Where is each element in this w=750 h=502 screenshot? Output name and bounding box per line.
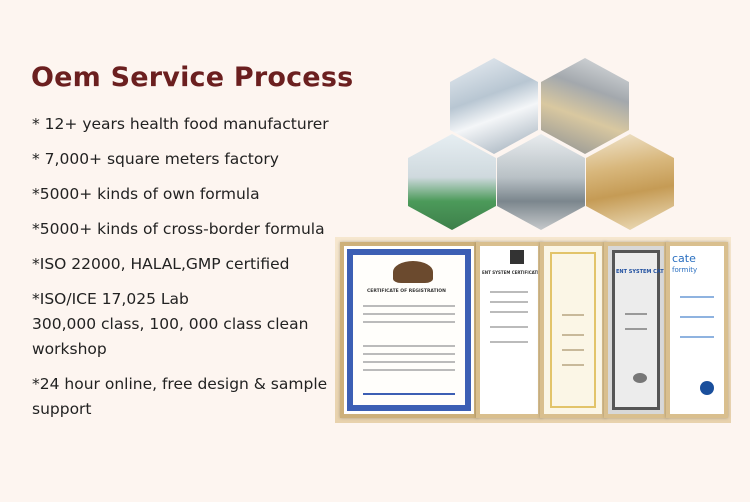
feature-item: * 7,000+ square meters factory — [32, 150, 279, 168]
page-title: Oem Service Process — [31, 62, 354, 93]
factory-floor-photo — [408, 134, 496, 230]
feature-item: *5000+ kinds of cross-border formula — [32, 220, 325, 238]
certificate-registration: CERTIFICATE OF REGISTRATION — [340, 242, 478, 418]
cnas-logo-icon — [633, 373, 647, 383]
certificate-title: ENT SYSTEM CATE — [616, 269, 668, 275]
certificate-title: cate — [672, 252, 696, 265]
feature-item: 300,000 class, 100, 000 class clean — [32, 315, 309, 333]
feature-item: *24 hour online, free design & sample — [32, 375, 328, 393]
certificate-subtitle: formity — [672, 266, 698, 274]
certificate-title: CERTIFICATE OF REGISTRATION — [367, 289, 446, 294]
nsf-logo-icon — [700, 381, 714, 395]
mixing-equipment-photo — [497, 134, 585, 230]
certificate-nsf: cate formity — [666, 242, 728, 418]
feature-item: * 12+ years health food manufacturer — [32, 115, 329, 133]
feature-item: *ISO/ICE 17,025 Lab — [32, 290, 189, 308]
eagle-emblem — [393, 261, 433, 283]
certificate-management-system: ENT SYSTEM CERTIFICATE — [476, 242, 542, 418]
warehouse-photo — [586, 134, 674, 230]
feature-item: *ISO 22000, HALAL,GMP certified — [32, 255, 290, 273]
certificate-chinese — [540, 242, 606, 418]
feature-item: workshop — [32, 340, 107, 358]
certificates-display: CERTIFICATE OF REGISTRATION ENT SYSTEM C… — [335, 237, 731, 423]
feature-item: *5000+ kinds of own formula — [32, 185, 260, 203]
lab-worker-photo — [450, 58, 538, 154]
certificate-title: ENT SYSTEM CERTIFICATE — [482, 270, 540, 275]
feature-item: support — [32, 400, 92, 418]
packaging-machine-photo — [541, 58, 629, 154]
qr-code-icon — [510, 250, 524, 264]
certificate-system-grey: ENT SYSTEM CATE — [604, 242, 668, 418]
